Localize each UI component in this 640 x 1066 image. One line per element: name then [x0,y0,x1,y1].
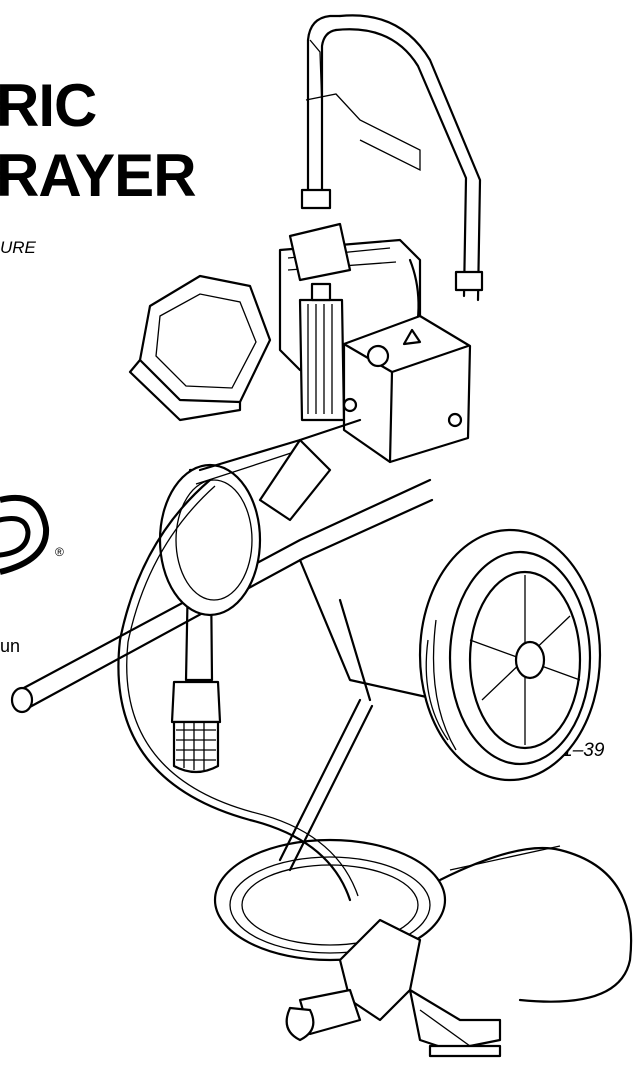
title-line-1: RIC [0,72,97,139]
rear-wheel [158,463,262,617]
front-wheel [418,528,602,782]
subtitle-fragment: URE [0,238,36,257]
spray-gun [285,918,502,1058]
outlet-hose-edge [195,449,301,485]
pressure-filter [298,282,346,422]
guard-plate [258,438,332,522]
outlet-hose [198,418,362,472]
certification-logo [0,494,50,575]
control-box [342,314,472,464]
gun-label-fragment: un [0,636,21,656]
drive-housing [128,274,272,422]
cart-frame [10,478,442,872]
registered-trademark-mark: ® [55,545,64,559]
paint-hose [117,478,633,1003]
title-line-2: RAYER [0,142,197,209]
cart-handle [300,14,484,302]
